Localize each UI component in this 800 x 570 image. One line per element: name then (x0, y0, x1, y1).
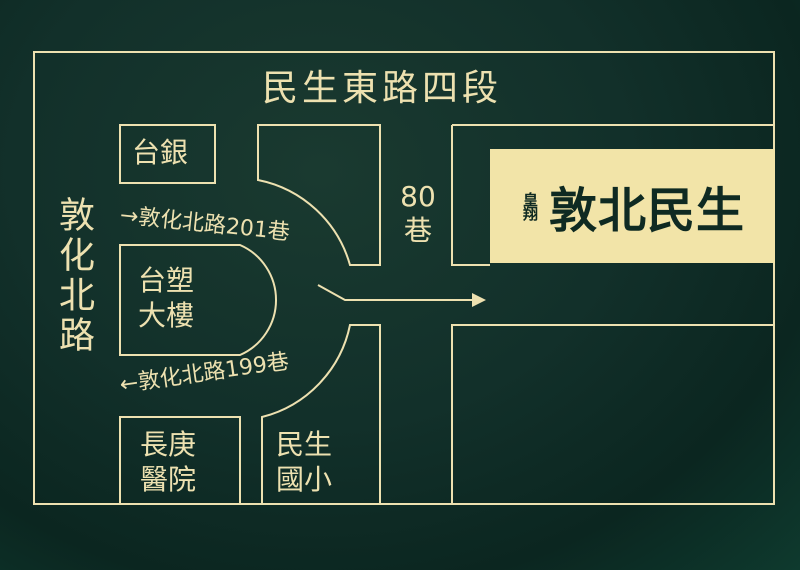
school-label: 民生 國小 (276, 427, 332, 497)
formosa-label-line2: 大樓 (138, 299, 195, 332)
hospital-label-line2: 醫院 (140, 463, 197, 496)
brand-logo-text: 皇翔 (520, 192, 539, 220)
route-line (317, 284, 475, 301)
project-name: 敦北民生 (548, 183, 745, 239)
hospital-label-line1: 長庚 (140, 428, 197, 461)
dunhua-north-road-label: 敦化北路 (53, 196, 94, 356)
hospital-label: 長庚 醫院 (140, 427, 196, 497)
minsheng-east-road-label: 民生東路四段 (262, 68, 503, 109)
bank-block (119, 124, 216, 184)
route-arrowhead (472, 293, 486, 307)
bank-label: 台銀 (132, 136, 189, 169)
formosa-block (119, 244, 278, 356)
project-block (451, 124, 774, 266)
southeast-block (451, 324, 774, 504)
formosa-label-line1: 台塑 (138, 264, 195, 297)
outer-border (33, 51, 775, 505)
lane-80-suffix: 巷 (403, 213, 432, 247)
north-block (257, 124, 381, 266)
school-label-line1: 民生 (276, 428, 333, 461)
lane-80-label: 80 巷 (398, 180, 438, 247)
school-label-line2: 國小 (276, 463, 333, 496)
formosa-label: 台塑 大樓 (138, 263, 194, 333)
school-block (261, 324, 381, 504)
hospital-block (119, 416, 241, 505)
lane-80-number: 80 (400, 180, 436, 213)
project-highlight: 皇翔 敦北民生 (490, 149, 775, 263)
